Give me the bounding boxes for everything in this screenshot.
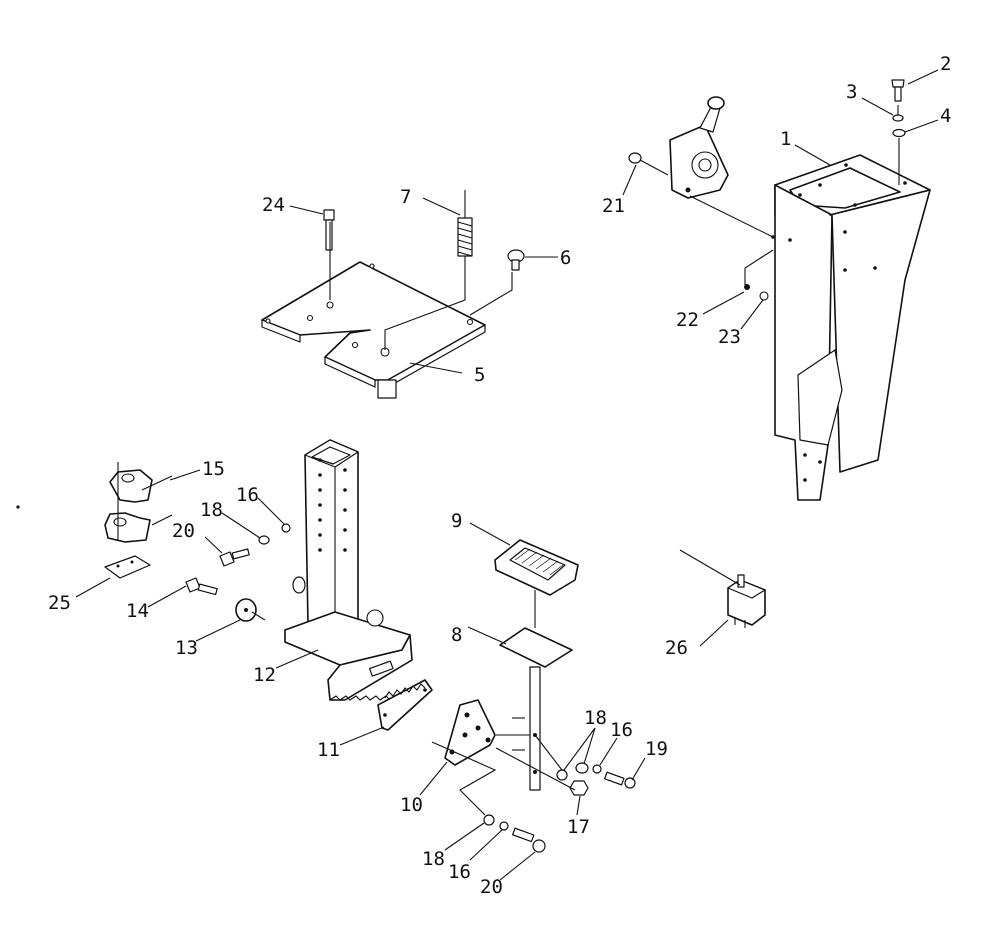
callout-18-upper: 18 (200, 499, 223, 521)
stray-mark (16, 505, 20, 509)
part-26-relay (727, 574, 766, 628)
part-15-clamp (104, 469, 153, 543)
callout-10: 10 (400, 794, 423, 816)
callout-24: 24 (262, 194, 285, 216)
part-21-throttle-control (628, 96, 775, 239)
callout-20-lower: 20 (480, 876, 503, 898)
callout-11: 11 (317, 739, 340, 761)
callout-19: 19 (645, 738, 668, 760)
part-22-nut (744, 284, 750, 290)
callout-17: 17 (567, 816, 590, 838)
callout-18-right: 18 (584, 707, 607, 729)
parts-18-16-20-lower (483, 814, 546, 853)
part-23-washer (759, 291, 769, 301)
callout-3: 3 (846, 81, 857, 103)
callout-2: 2 (940, 53, 951, 75)
part-5-base-plate (261, 261, 486, 399)
part-8-pedal-arm (499, 627, 573, 791)
callout-16-upper: 16 (236, 484, 259, 506)
part-24-bolt (323, 209, 335, 251)
callout-20-upper: 20 (172, 520, 195, 542)
part-9-pedal-pad (494, 539, 579, 596)
callout-25: 25 (48, 592, 71, 614)
callout-13: 13 (175, 637, 198, 659)
callout-7: 7 (400, 186, 411, 208)
assembly-lines (117, 105, 900, 816)
callout-12: 12 (253, 664, 276, 686)
callout-26: 26 (665, 637, 688, 659)
callout-4: 4 (940, 105, 951, 127)
part-7-spring (457, 217, 473, 257)
leader-lines (75, 69, 939, 881)
callout-14: 14 (126, 600, 149, 622)
part-6-pin (507, 249, 525, 271)
callout-9: 9 (451, 510, 462, 532)
callout-21: 21 (602, 195, 625, 217)
callout-15: 15 (202, 458, 225, 480)
callout-22: 22 (676, 309, 699, 331)
part-11-ratchet-segment (377, 679, 433, 731)
parts-13-14-bolt-washer (185, 577, 257, 622)
part-12-pedal-post (284, 439, 413, 701)
parts-20-18-16-upper (219, 523, 291, 567)
callout-23: 23 (718, 326, 741, 348)
callout-8: 8 (451, 624, 462, 646)
callout-16-right: 16 (610, 719, 633, 741)
part-25-plate (104, 555, 151, 579)
callout-6: 6 (560, 247, 571, 269)
callout-1: 1 (780, 128, 791, 150)
callout-5: 5 (474, 364, 485, 386)
parts-18-16-19-17-right (556, 762, 636, 796)
part-10-bracket (444, 699, 496, 766)
callout-16-lower: 16 (448, 861, 471, 883)
part-1-housing (774, 154, 931, 501)
callout-18-lower: 18 (422, 848, 445, 870)
callout-labels: 1 2 3 4 5 6 7 8 9 10 11 12 13 14 15 16 1… (48, 53, 951, 898)
